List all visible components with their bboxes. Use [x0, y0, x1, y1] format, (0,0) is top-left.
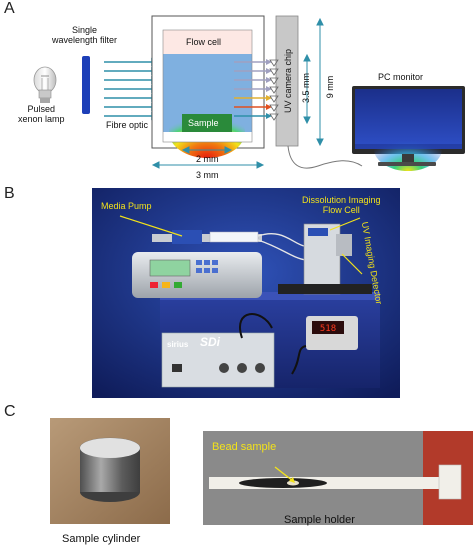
- wavelength-filter: [82, 56, 90, 114]
- flow-cell-top: [163, 30, 252, 54]
- instrument-photo: 518: [92, 188, 400, 398]
- camera-label: UV camera chip: [283, 48, 293, 114]
- xenon-lamp-icon: [33, 66, 57, 103]
- dim-9mm-label: 9 mm: [325, 75, 335, 99]
- dim-2mm-label: 2 mm: [196, 154, 219, 164]
- sample-block: [182, 114, 232, 132]
- dimension-arrows-vertical: [303, 17, 324, 147]
- flow-cell-label: Flow cell: [186, 37, 222, 47]
- sample-label: Sample: [188, 118, 219, 128]
- sample-cylinder-photo: [50, 418, 170, 524]
- dim-3mm-label: 3 mm: [196, 170, 219, 180]
- brand-sdi-logo: SDi: [200, 335, 221, 349]
- outgoing-light-arrows: [234, 59, 272, 119]
- camera-sensor-triangles: [269, 59, 279, 121]
- dimension-arrows-horizontal: [151, 146, 265, 169]
- panel-letter-c: C: [4, 403, 16, 420]
- panel-letter-b: B: [4, 185, 15, 202]
- svg-text:518: 518: [320, 324, 336, 334]
- panel-a-diagram: [33, 15, 465, 171]
- optic-label: Fibre optic: [106, 120, 149, 130]
- sample-holder-photo: [203, 431, 473, 525]
- monitor-label: PC monitor: [378, 72, 424, 82]
- cylinder-caption: Sample cylinder: [62, 533, 141, 545]
- panel-letter-a: A: [4, 0, 15, 17]
- dim-35mm-label: 3.5 mm: [301, 73, 311, 104]
- filter-label: Single wavelength filter: [52, 25, 118, 45]
- holder-caption: Sample holder: [284, 514, 355, 526]
- dissolution-label: Dissolution Imaging Flow Cell: [302, 195, 381, 215]
- bead-sample-label: Bead sample: [212, 441, 277, 453]
- pc-monitor-icon: [352, 86, 465, 171]
- incoming-light-arrows: [104, 57, 160, 121]
- brand-sirius-logo: sirius: [167, 340, 189, 349]
- camera-cable: [287, 145, 363, 169]
- lamp-label: Pulsed xenon lamp: [18, 104, 65, 124]
- media-pump-label: Media Pump: [101, 201, 152, 211]
